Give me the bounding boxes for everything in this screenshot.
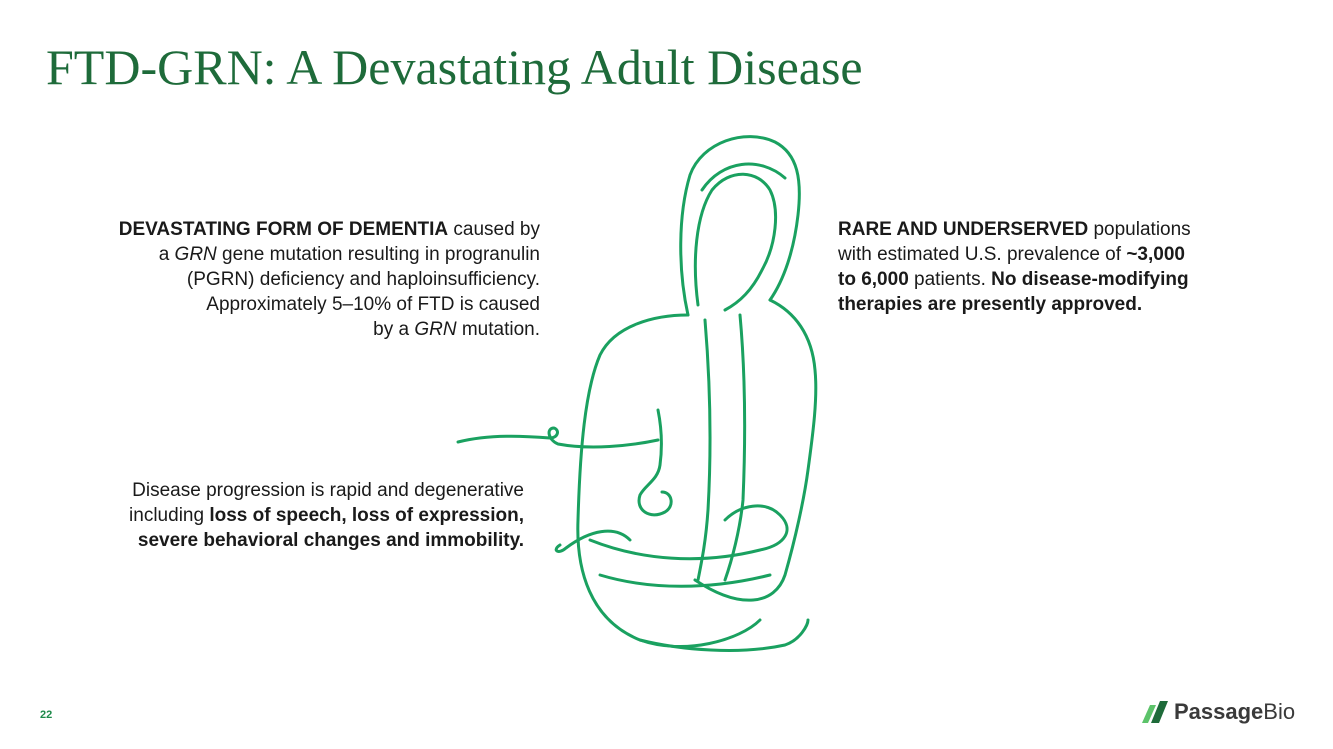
progression-line-3: severe behavioral changes and immobility… <box>137 530 524 551</box>
logo-wordmark: PassageBio <box>1174 699 1296 724</box>
right-shoulder <box>693 298 818 602</box>
prevalence-line-1: RARE AND UNDERSERVED populations <box>838 219 1191 240</box>
progression-line-2: including loss of speech, loss of expres… <box>129 505 524 526</box>
dementia-heading: DEVASTATING FORM OF DEMENTIA <box>118 219 449 240</box>
progression-line-1: Disease progression is rapid and degener… <box>132 480 524 501</box>
dementia-description: DEVASTATING FORM OF DEMENTIA caused by a… <box>20 217 540 342</box>
tail-curve <box>638 618 810 652</box>
hand-squiggle <box>637 408 673 517</box>
dementia-line-4: Approximately 5–10% of FTD is caused <box>206 294 540 315</box>
string-left <box>456 426 660 449</box>
progression-description: Disease progression is rapid and degener… <box>4 478 524 553</box>
page-number: 22 <box>40 709 53 721</box>
hair-curve <box>700 162 787 192</box>
prevalence-line-3: to 6,000 patients. No disease-modifying <box>838 269 1189 290</box>
face-outline <box>693 172 778 312</box>
dementia-line-5: by a GRN mutation. <box>373 319 540 340</box>
person-line-illustration <box>456 135 818 652</box>
passagebio-logo: PassageBio <box>1140 697 1295 727</box>
dementia-line-1: DEVASTATING FORM OF DEMENTIA caused by <box>118 219 540 240</box>
folded-arm-upper <box>598 573 772 588</box>
string-bottom <box>554 529 632 553</box>
prevalence-description: RARE AND UNDERSERVED populations with es… <box>838 217 1278 317</box>
prevalence-heading: RARE AND UNDERSERVED <box>838 219 1089 240</box>
torso-line-right <box>723 313 747 582</box>
passagebio-logo-icon <box>1142 701 1168 723</box>
slide-title: FTD-GRN: A Devastating Adult Disease <box>46 39 863 95</box>
folded-arm-lower <box>588 504 789 561</box>
dementia-line-2: a GRN gene mutation resulting in progran… <box>158 244 540 265</box>
prevalence-line-2: with estimated U.S. prevalence of ~3,000 <box>838 244 1185 265</box>
gene-name: GRN <box>174 244 217 265</box>
head-outline <box>679 135 801 317</box>
torso-line-left <box>696 318 712 582</box>
prevalence-line-4: therapies are presently approved. <box>838 294 1143 315</box>
gene-name: GRN <box>414 319 457 340</box>
dementia-line-3: (PGRN) deficiency and haploinsufficiency… <box>186 269 540 290</box>
